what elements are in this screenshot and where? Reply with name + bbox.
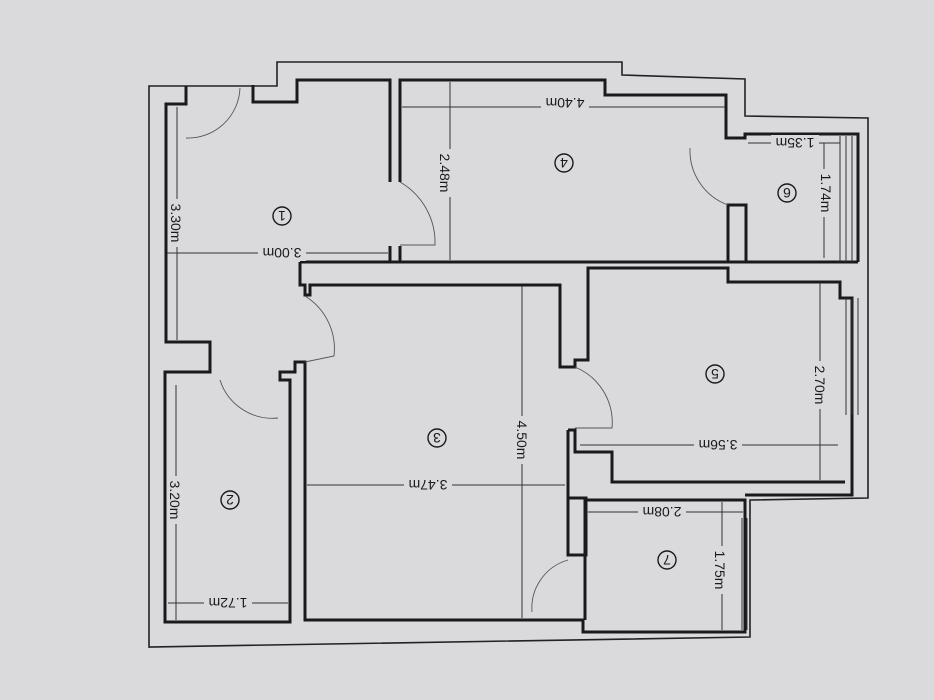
outer-boundary: [148, 61, 869, 648]
room-5-label: 5: [705, 364, 725, 384]
dim-room7-width: 2.08m: [643, 504, 682, 520]
svg-text:4: 4: [560, 155, 568, 171]
dim-room2-width: 1.72m: [209, 595, 248, 611]
dim-room6-width: 1.35m: [776, 135, 815, 151]
svg-text:3: 3: [433, 430, 441, 446]
dim-room4-width: 4.40m: [546, 95, 585, 111]
room-6-label: 6: [777, 183, 797, 203]
svg-text:2: 2: [226, 492, 234, 508]
dim-room5-width: 3.56m: [699, 437, 738, 453]
room-4-label: 4: [554, 153, 574, 173]
dimension-labels: 4.40m 2.48m 1.35m 1.74m 3.30m 3.00m 2.70…: [167, 95, 834, 611]
room-2-label: 2: [220, 490, 240, 510]
svg-text:6: 6: [783, 185, 791, 201]
windows: [741, 136, 859, 630]
dim-room1-depth: 3.30m: [168, 204, 184, 243]
dim-room6-depth: 1.74m: [818, 174, 834, 213]
walls: [163, 78, 860, 634]
dim-room3-width: 3.47m: [409, 477, 448, 493]
dim-room5-depth: 2.70m: [812, 366, 828, 405]
room-7-label: 7: [657, 550, 677, 570]
room-labels: 1 2 3 4 5 6 7: [220, 153, 797, 570]
dim-room7-depth: 1.75m: [712, 551, 728, 590]
room-1-label: 1: [272, 206, 292, 226]
svg-text:1: 1: [278, 208, 286, 224]
room-3-label: 3: [427, 428, 447, 448]
door-swings: [185, 87, 729, 613]
dim-room3-depth: 4.50m: [514, 421, 530, 460]
svg-text:7: 7: [663, 552, 671, 568]
dim-room1-width: 3.00m: [263, 245, 302, 261]
dim-room2-depth: 3.20m: [167, 481, 183, 520]
dim-room4-depth: 2.48m: [437, 154, 453, 193]
svg-text:5: 5: [711, 366, 719, 382]
